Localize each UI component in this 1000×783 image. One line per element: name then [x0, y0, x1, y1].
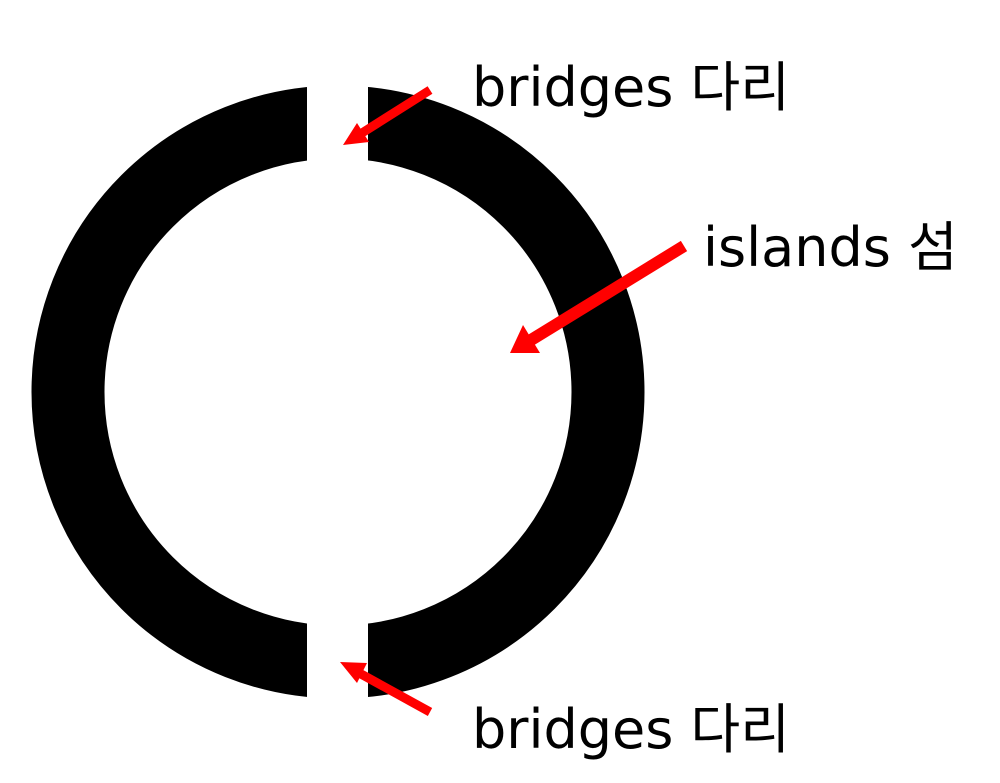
arrow-bridge-top: [343, 86, 433, 145]
label-bridges-bottom: bridges 다리: [472, 698, 790, 761]
arrow-bridge-bottom: [340, 662, 433, 716]
ring: [31, 85, 645, 699]
label-islands: islands 섬: [703, 216, 958, 279]
label-bridges-top: bridges 다리: [472, 56, 790, 119]
island-ring: [31, 85, 645, 699]
arrow-islands: [510, 240, 688, 353]
